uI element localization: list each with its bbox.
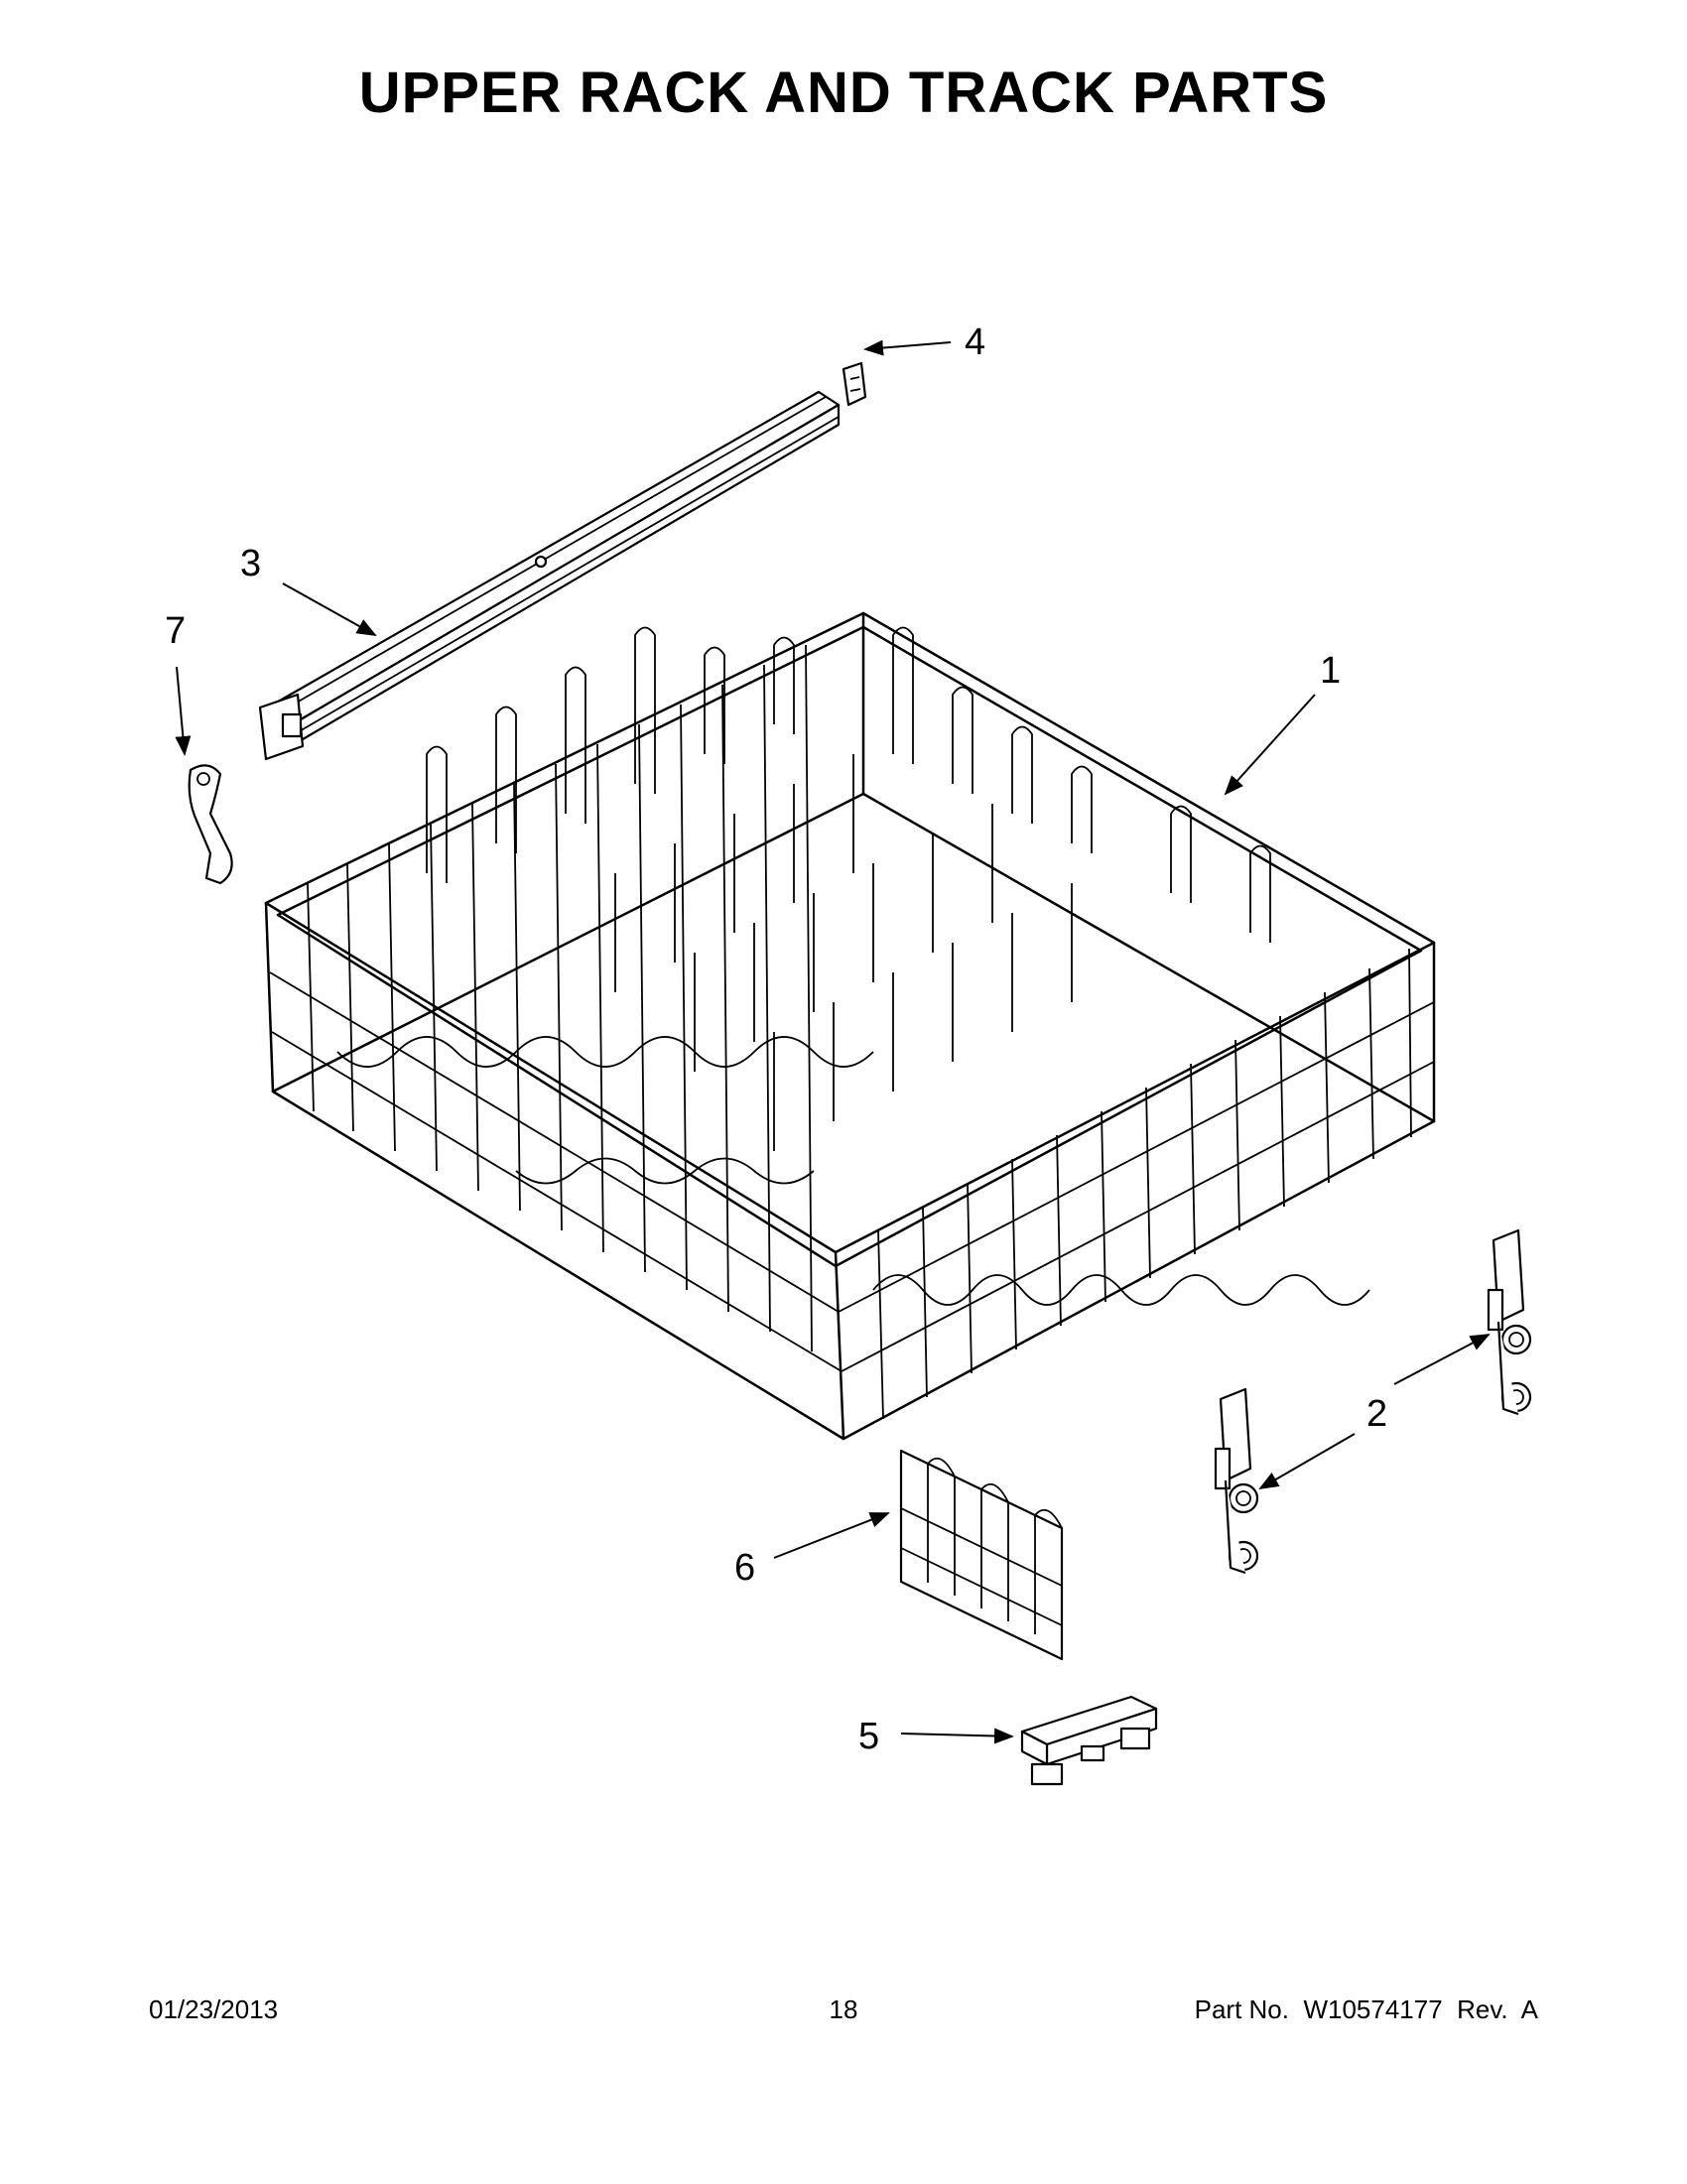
footer-date: 01/23/2013 [149,1994,279,2024]
part-3-track-rail [258,390,841,761]
part-2-roller-assembly-right [1487,1228,1532,1416]
part-2-roller-assembly-left [1214,1387,1259,1575]
callout-1: 1 [1320,650,1341,692]
callout-5: 5 [858,1716,879,1757]
part-4-end-cap [842,361,867,407]
part-1-upper-rack [264,611,1436,1441]
page-title: UPPER RACK AND TRACK PARTS [358,61,1329,125]
callout-labels: 1 2 3 4 5 6 7 [165,321,1387,1757]
footer-page-number: 18 [829,1994,858,2024]
callout-3: 3 [240,543,261,584]
part-5-bracket [1020,1695,1158,1786]
footer-part-number: Part No. W10574177 Rev. A [1194,1994,1538,2024]
leader-lines [175,339,1491,1744]
part-7-clip [188,764,233,885]
callout-4: 4 [965,321,985,363]
callout-6: 6 [734,1547,755,1589]
callout-2: 2 [1366,1393,1387,1435]
callout-7: 7 [165,610,186,652]
part-6-tine-insert [899,1449,1064,1661]
